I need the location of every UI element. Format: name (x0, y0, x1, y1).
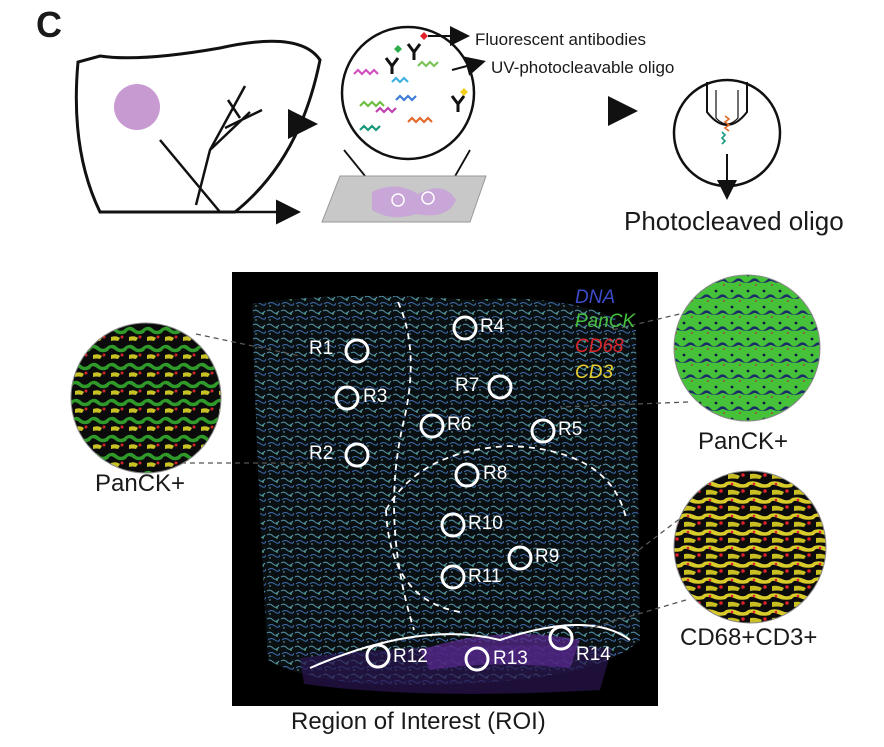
roi-label-r3: R3 (363, 386, 388, 407)
roi-label-r13: R13 (493, 648, 528, 669)
roi-label-r14: R14 (576, 644, 611, 665)
roi-label-r7: R7 (455, 375, 480, 396)
legend-panck: PanCK (575, 311, 636, 332)
panck-left-label: PanCK+ (95, 470, 186, 497)
legend-dna: DNA (575, 287, 616, 308)
roi-boundary-bottom-dashed (385, 509, 461, 613)
roi-label-r4: R4 (480, 316, 505, 337)
oligo-strands (353, 60, 439, 132)
photocleaved-oligo-label: Photocleaved oligo (624, 206, 844, 236)
roi-boundary-right (385, 445, 627, 519)
callout-leaders (172, 311, 689, 629)
callout-panck-right (673, 274, 821, 422)
roi-label-r11: R11 (468, 566, 502, 587)
callout-cd68-cd3 (673, 470, 827, 624)
tissue-region (252, 295, 640, 685)
panck-right-label: PanCK+ (698, 428, 789, 455)
roi-label-r8: R8 (483, 463, 508, 484)
roi-label-r12: R12 (393, 646, 428, 667)
roi-label-r5: R5 (558, 419, 583, 440)
panel-letter: C (36, 4, 62, 45)
tissue-section (372, 186, 456, 218)
roi-label-r10: R10 (468, 513, 503, 534)
liver-outline (74, 39, 322, 214)
probe-circle (340, 25, 476, 161)
roi-label-r2: R2 (309, 443, 334, 464)
callout-panck-left (70, 322, 222, 474)
roi-label-r6: R6 (447, 414, 472, 435)
roi-label-r9: R9 (535, 546, 560, 567)
pointer-uv (451, 56, 486, 76)
roi-title: Region of Interest (ROI) (291, 708, 546, 735)
fluorescent-antibodies-label: Fluorescent antibodies (475, 30, 647, 49)
roi-circles (334, 315, 574, 672)
cd68-cd3-label: CD68+CD3+ (680, 624, 818, 651)
roi-label-r1: R1 (309, 338, 334, 359)
liver-vessels (159, 85, 263, 213)
uv-photocleavable-oligo-label: UV-photocleavable oligo (491, 58, 675, 77)
tumor-spot (114, 84, 160, 130)
antibody-icons (384, 43, 466, 112)
roi-boundary-left (393, 301, 415, 631)
legend-cd3: CD3 (575, 362, 614, 383)
legend-cd68: CD68 (575, 336, 624, 357)
